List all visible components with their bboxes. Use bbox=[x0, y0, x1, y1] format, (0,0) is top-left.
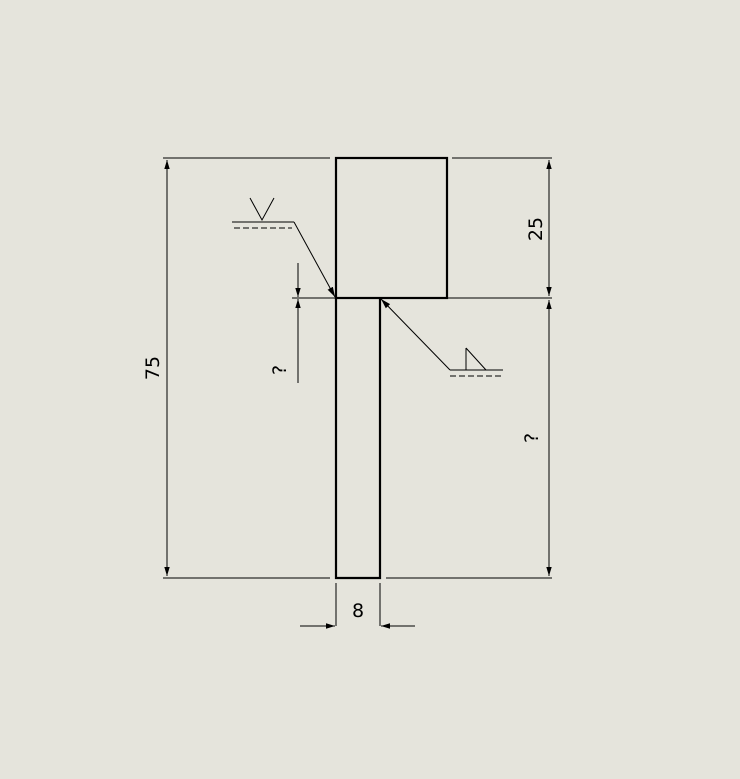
top-block bbox=[334, 156, 449, 300]
vertical-bar bbox=[334, 298, 382, 580]
dimension-label-left-gap: ? bbox=[269, 365, 291, 375]
dimension-overall-height: 75 bbox=[142, 160, 170, 576]
v-groove-weld-symbol bbox=[232, 197, 336, 298]
dimension-bar-length: ? bbox=[521, 300, 552, 576]
dimension-bar-width: 8 bbox=[300, 600, 415, 629]
part-outline bbox=[334, 156, 449, 580]
dimension-label-bar-width: 8 bbox=[352, 600, 364, 622]
extension-lines bbox=[163, 157, 552, 626]
dimension-left-gap: ? bbox=[269, 263, 301, 383]
dimension-label-top-block-height: 25 bbox=[525, 217, 547, 241]
fillet-weld-symbol bbox=[380, 298, 503, 377]
dimension-label-bar-length: ? bbox=[521, 433, 543, 443]
dimension-top-block-height: 25 bbox=[525, 160, 552, 296]
dimension-label-overall-height: 75 bbox=[142, 356, 164, 380]
